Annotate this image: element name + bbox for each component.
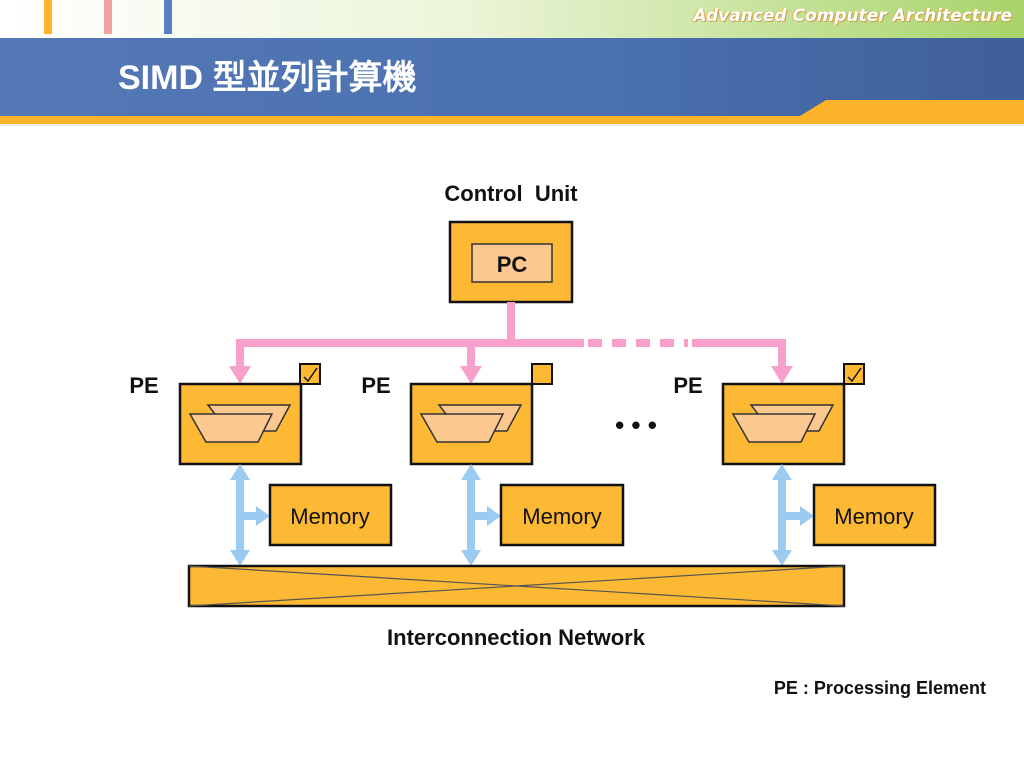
pe-flag-checked [299, 363, 321, 385]
data-bus-arrow-up-3 [772, 464, 792, 480]
pe-3 [721, 363, 865, 466]
arrowhead-pe-1 [229, 366, 251, 384]
alu-front-icon [188, 413, 274, 443]
data-bus-branch-1 [240, 512, 258, 520]
header-stripe-blue [164, 0, 172, 34]
check-icon [847, 367, 862, 383]
pe-label-2: PE [361, 373, 390, 398]
header-stripe-pink [104, 0, 112, 34]
alu-front-icon [419, 413, 505, 443]
data-bus-arrow-mem-1 [256, 506, 270, 526]
data-bus-arrow-mem-3 [800, 506, 814, 526]
data-bus-arrow-down-1 [230, 550, 250, 566]
arrowhead-pe-2 [460, 366, 482, 384]
memory-box-3 [812, 483, 937, 547]
control-bus [236, 302, 786, 368]
pc-box [471, 243, 553, 283]
network-label: Interconnection Network [387, 625, 646, 650]
data-bus-branch-2 [471, 512, 489, 520]
memory-label-3: Memory [834, 504, 913, 529]
memory-box-1 [268, 483, 393, 547]
data-buses [230, 464, 814, 566]
data-bus-arrow-mem-2 [487, 506, 501, 526]
control-unit [448, 220, 574, 304]
control-unit-label: Control Unit [444, 181, 578, 206]
data-bus-arrow-up-1 [230, 464, 250, 480]
page-title: SIMD 型並列計算機 [118, 59, 417, 97]
memory-box-2 [499, 483, 625, 547]
arrowhead-pe-3 [771, 366, 793, 384]
control-bus-arrowheads [229, 366, 793, 384]
pe-label-3: PE [673, 373, 702, 398]
data-bus-arrow-down-2 [461, 550, 481, 566]
check-icon [303, 367, 318, 383]
ellipsis: • • • [615, 410, 657, 440]
pc-label: PC [497, 252, 528, 277]
header-divider [0, 124, 1024, 126]
data-bus-arrow-down-3 [772, 550, 792, 566]
header-stripe-orange [44, 0, 52, 34]
pe-flag-checked [843, 363, 865, 385]
alu-front-icon [731, 413, 817, 443]
brand-text: Advanced Computer Architecture [693, 6, 1012, 26]
memory-label-1: Memory [290, 504, 369, 529]
header-orange-band [0, 100, 1024, 124]
pe-flag-unchecked [531, 363, 553, 385]
data-bus-branch-3 [782, 512, 800, 520]
legend-text: PE : Processing Element [774, 678, 986, 698]
memory-label-2: Memory [522, 504, 601, 529]
pe-1 [178, 363, 321, 466]
pe-label-1: PE [129, 373, 158, 398]
interconnection-network [187, 564, 846, 608]
header [0, 0, 1024, 126]
pe-2 [409, 363, 553, 466]
data-bus-arrow-up-2 [461, 464, 481, 480]
network-cross-line [188, 565, 845, 607]
